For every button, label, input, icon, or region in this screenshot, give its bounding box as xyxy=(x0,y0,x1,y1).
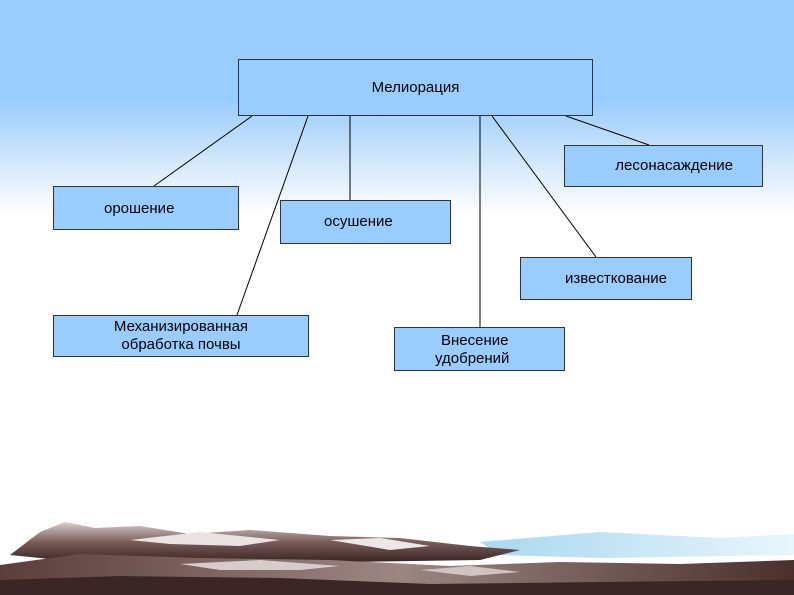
root-node-label: Мелиорация xyxy=(371,79,460,96)
node-drainage: осушение xyxy=(280,200,451,244)
node-fertilizer-label-line2: удобрений xyxy=(435,350,510,367)
node-mechanized-tillage: Механизированная обработка почвы xyxy=(53,315,309,357)
node-fertilizer-label-line1: Внесение xyxy=(441,332,509,349)
mountain-landscape-illustration xyxy=(0,522,794,595)
connector-irrigation xyxy=(153,115,253,187)
node-afforestation-label: лесонасаждение xyxy=(615,157,733,174)
connector-liming xyxy=(491,115,597,258)
connector-mechanized xyxy=(236,115,309,316)
node-drainage-label: осушение xyxy=(324,213,393,230)
node-mechanized-label-line2: обработка почвы xyxy=(121,336,241,353)
connector-afforestation xyxy=(565,115,650,146)
node-mechanized-label-line1: Механизированная xyxy=(113,318,249,335)
node-afforestation: лесонасаждение xyxy=(564,145,763,187)
node-fertilizer-application: Внесение удобрений xyxy=(394,327,565,371)
node-liming: известкование xyxy=(520,257,692,300)
node-irrigation-label: орошение xyxy=(104,200,175,217)
node-liming-label: известкование xyxy=(565,270,667,287)
root-node-melioration: Мелиорация xyxy=(238,59,593,116)
node-irrigation: орошение xyxy=(53,186,239,230)
